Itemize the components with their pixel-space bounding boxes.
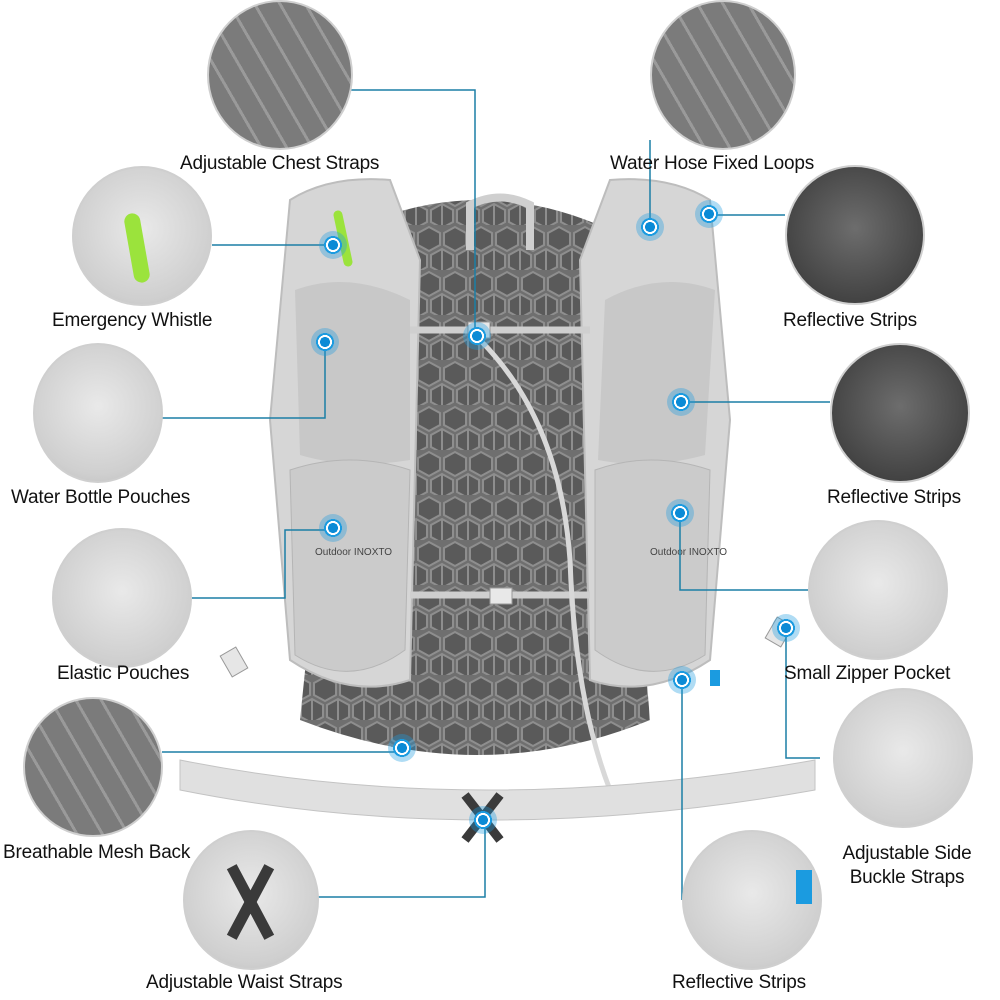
label-emergency-whistle: Emergency Whistle xyxy=(52,310,213,331)
detail-elastic-pouches-image xyxy=(52,528,192,668)
marker-reflective-2 xyxy=(667,388,695,416)
label-small-zipper-pocket: Small Zipper Pocket xyxy=(784,663,951,684)
label-line-1: Adjustable Side xyxy=(842,843,972,864)
label-breathable-mesh-back: Breathable Mesh Back xyxy=(3,842,191,863)
marker-zipper-pocket xyxy=(666,499,694,527)
marker-reflective-3 xyxy=(668,666,696,694)
svg-text:Outdoor INOXTO: Outdoor INOXTO xyxy=(650,547,727,558)
marker-side-buckle xyxy=(772,614,800,642)
label-adjustable-waist-straps: Adjustable Waist Straps xyxy=(146,972,343,993)
label-reflective-strips-3: Reflective Strips xyxy=(672,972,806,993)
marker-mesh-back xyxy=(388,734,416,762)
marker-waist-straps xyxy=(469,806,497,834)
label-adjustable-side-buckle-straps: Adjustable Side Buckle Straps xyxy=(836,842,978,890)
detail-reflective-strips-3-image xyxy=(682,830,822,970)
blue-tab-icon xyxy=(796,870,812,904)
marker-hose-loops xyxy=(636,213,664,241)
label-water-bottle-pouches: Water Bottle Pouches xyxy=(11,487,191,508)
label-reflective-strips-1: Reflective Strips xyxy=(783,310,917,331)
detail-side-buckle-image xyxy=(833,688,973,828)
marker-chest-straps xyxy=(463,322,491,350)
label-water-hose-fixed-loops: Water Hose Fixed Loops xyxy=(610,153,814,174)
detail-mesh-back-image xyxy=(23,697,163,837)
label-reflective-strips-2: Reflective Strips xyxy=(827,487,961,508)
detail-whistle-image xyxy=(72,166,212,306)
label-line-2: Buckle Straps xyxy=(849,867,965,888)
detail-reflective-strips-2-image xyxy=(830,343,970,483)
marker-reflective-1 xyxy=(695,200,723,228)
detail-zipper-pocket-image xyxy=(808,520,948,660)
label-adjustable-chest-straps: Adjustable Chest Straps xyxy=(180,153,380,174)
detail-waist-straps-image xyxy=(183,830,319,970)
svg-text:Outdoor INOXTO: Outdoor INOXTO xyxy=(315,547,392,558)
detail-chest-straps-image xyxy=(207,0,353,150)
marker-whistle xyxy=(319,231,347,259)
x-buckle-icon xyxy=(215,862,285,942)
marker-elastic-pouches xyxy=(319,514,347,542)
marker-bottle-pouches xyxy=(311,328,339,356)
whistle-icon xyxy=(123,212,151,284)
detail-reflective-strips-1-image xyxy=(785,165,925,305)
detail-water-bottle-pouches-image xyxy=(33,343,163,483)
detail-water-hose-loops-image xyxy=(650,0,796,150)
label-elastic-pouches: Elastic Pouches xyxy=(57,663,190,684)
